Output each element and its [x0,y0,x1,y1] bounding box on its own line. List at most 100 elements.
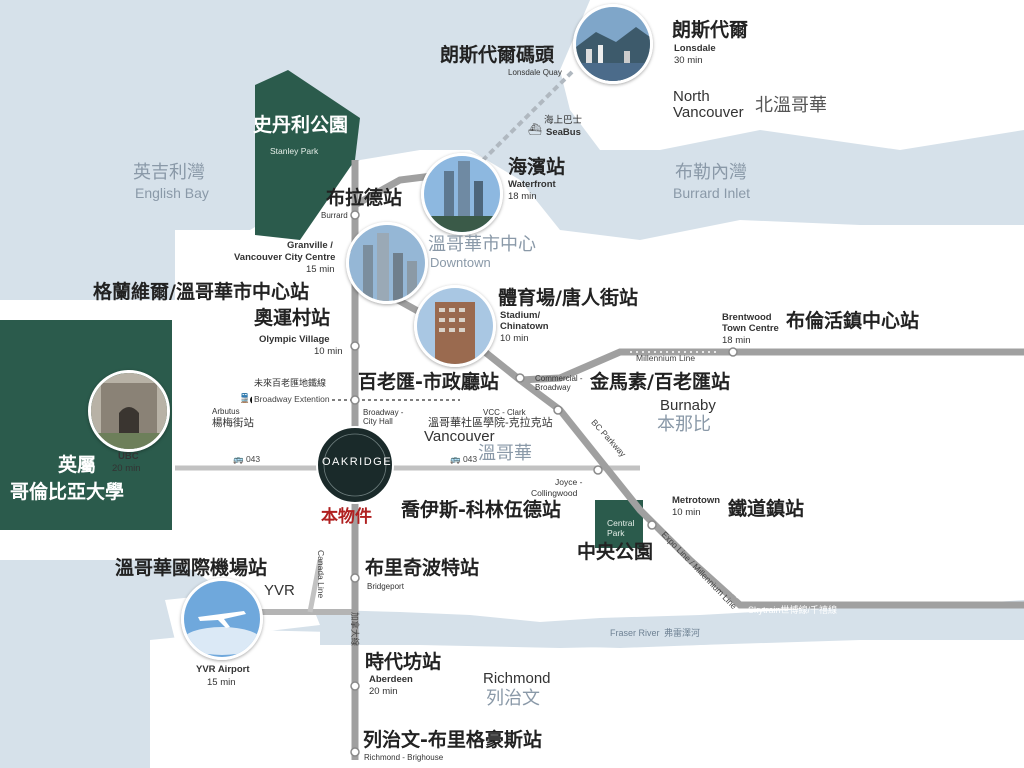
burrard-inlet-zh: 布勒內灣 [675,162,747,183]
bus-043-a-label: 043 [245,454,261,464]
burnaby-zh: 本那比 [657,414,711,435]
ubc-en: UBC [118,451,139,462]
station-dot-joyce[interactable] [593,465,603,475]
seabus-route [476,70,574,167]
broadway-extension-en: Broadway Extention [252,394,332,405]
richmond-land [150,630,1024,768]
stanley-park-zh: 史丹利公園 [253,114,349,136]
station-dot-brighouse[interactable] [350,747,360,757]
english-bay-zh: 英吉利灣 [133,162,205,183]
granville-en-1: Granville / [287,240,333,251]
canada-line-zh-label: 加拿大線 [350,612,360,647]
brighouse-en: Richmond - Brighouse [364,753,444,762]
lonsdale-quay-en: Lonsdale Quay [508,68,562,77]
seabus-zh: 海上巴士 [544,115,583,126]
north-shore-land [560,0,1024,150]
station-dot-bridgeport[interactable] [350,573,360,583]
station-dot-vcc-clark[interactable] [553,405,563,415]
millennium-line-track [519,348,1024,384]
stadium-en-2: Chinatown [500,321,549,332]
station-dot-commercial-broadway[interactable] [515,373,525,383]
arbutus-zh: 楊梅街站 [212,417,254,429]
north-vancouver-zh: 北溫哥華 [755,95,827,116]
station-dot-metrotown[interactable] [647,520,657,530]
downtown-photo [346,222,428,304]
brighouse-zh: 列治文-布里格豪斯站 [363,729,542,751]
property-marker[interactable] [316,426,394,504]
station-dot-olympic-village[interactable] [350,341,360,351]
downtown-en: Downtown [430,255,491,270]
lonsdale-zh: 朗斯代爾 [672,19,749,41]
richmond-en: Richmond [483,670,551,687]
joyce-zh: 喬伊斯-科林伍德站 [401,499,561,521]
bus-043-b-label: 043 [462,454,478,464]
metrotown-zh: 鐵道鎮站 [728,498,805,520]
yvr-airport-en: YVR Airport [196,664,250,675]
skytrain-label: Skytrain世博線/千禧線 [748,605,838,615]
vancouver-en: Vancouver [424,428,495,445]
fraser-river-zh: 弗雷澤河 [664,628,701,638]
joyce-en-1: Joyce - [555,477,583,487]
station-dot-brentwood[interactable] [728,347,738,357]
richmond-zh: 列治文 [486,688,540,709]
lonsdale-quay-zh: 朗斯代爾碼頭 [440,44,555,66]
commercial-en-1: Commercial - [535,374,583,383]
broadway-extension-zh: 未來百老匯地鐵線 [254,378,327,388]
arbutus-en: Arbutus [212,407,240,416]
north-vancouver-en-2: Vancouver [673,104,744,121]
ubc-zh-1: 英屬 [58,454,97,476]
burrard-inlet-en: Burrard Inlet [673,185,751,201]
vancouver-zh: 溫哥華 [478,443,532,464]
lonsdale-photo [573,4,653,84]
burrard-inlet-water [560,150,1024,225]
downtown-zh: 溫哥華市中心 [428,234,536,255]
ferry-icon: ⛴ [528,123,542,136]
burrard-en: Burrard [321,211,348,220]
yvr-area-en: YVR [264,582,295,599]
stadium-en-1: Stadium/ [500,310,541,321]
brentwood-en-2: Town Centre [722,323,779,334]
millennium-line-label: Millennium Line [636,353,696,363]
aberdeen-zh: 時代坊站 [365,651,442,673]
burrard-zh: 布拉德站 [326,187,403,209]
station-dot-broadway-city-hall[interactable] [350,395,360,405]
waterfront-time: 18 min [508,191,537,202]
brentwood-en-1: Brentwood [722,312,772,323]
bus-043-a: 🚌 043 [233,454,261,464]
bridgeport-en: Bridgeport [367,582,404,591]
lonsdale-en: Lonsdale [674,43,716,54]
aberdeen-time: 20 min [369,686,398,697]
north-vancouver-en-1: North [673,88,710,105]
property-logo: OAKRIDGE [322,456,393,468]
ubc-zh-2: 哥倫比亞大學 [10,481,125,503]
fraser-river-en: Fraser River [610,628,660,638]
train-icon: 🚆 [239,394,251,404]
seabus-en: SeaBus [546,127,581,138]
canada-line-label: Canada Line [316,550,326,599]
yvr-photo [181,578,263,660]
bus-043-b: 🚌 043 [450,454,478,464]
stadium-time: 10 min [500,333,529,344]
commercial-zh: 金馬素/百老匯站 [590,371,730,393]
central-park-zh: 中央公園 [577,541,654,563]
granville-zh: 格蘭維爾/溫哥華市中心站 [93,281,309,303]
yvr-airport-time: 15 min [207,677,236,688]
commercial-en-2: Broadway [535,383,571,392]
brentwood-zh: 布倫活鎮中心站 [786,310,920,332]
brentwood-time: 18 min [722,335,751,346]
vcc-clark-zh: 溫哥華社區學院-克拉克站 [428,417,553,429]
olympic-village-en: Olympic Village [259,334,330,345]
central-park-en-1: Central [607,518,635,528]
granville-en-2: Vancouver City Centre [234,252,336,263]
metrotown-time: 10 min [672,507,701,518]
burnaby-en: Burnaby [660,397,716,414]
broadway-city-hall-en-1: Broadway - [363,408,404,417]
lonsdale-time: 30 min [674,55,703,66]
station-dot-burrard[interactable] [350,210,360,220]
joyce-en-2: Collingwood [531,488,578,498]
metrotown-en: Metrotown [672,495,721,506]
ubc-time: 20 min [112,463,141,474]
olympic-village-zh: 奧運村站 [254,307,331,329]
station-dot-aberdeen[interactable] [350,681,360,691]
